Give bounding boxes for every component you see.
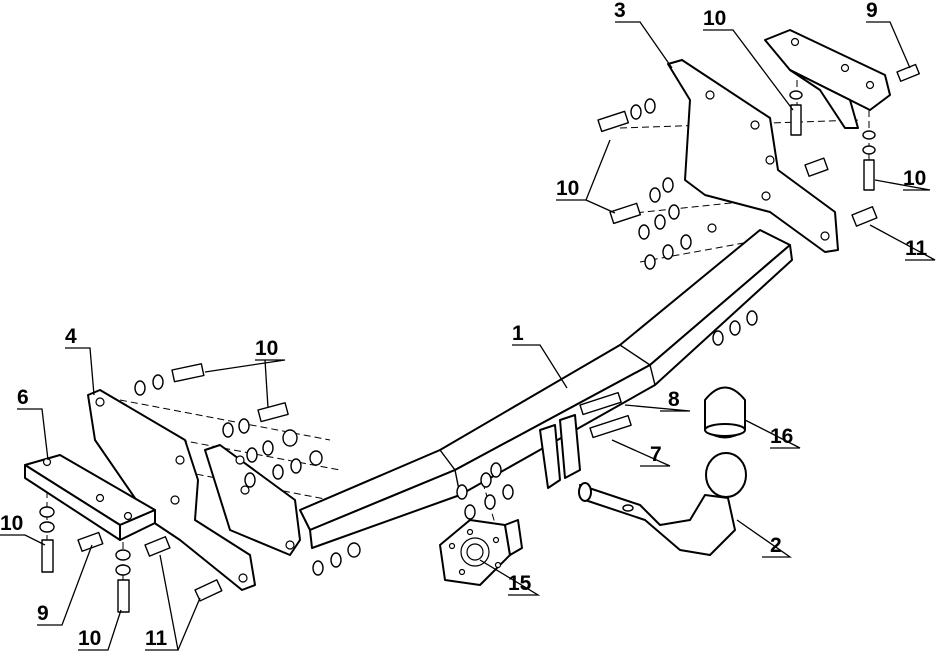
crossbar-part-1 bbox=[299, 229, 793, 549]
ball-cap-part-16 bbox=[704, 386, 746, 439]
fastener-hardware bbox=[39, 63, 920, 613]
callout-15: 15 bbox=[508, 572, 532, 595]
callout-10-left: 10 bbox=[255, 337, 278, 360]
callout-11-left: 11 bbox=[145, 627, 168, 650]
callout-10-top: 10 bbox=[703, 7, 726, 30]
callout-9-bottom: 9 bbox=[37, 602, 49, 625]
callout-10-right: 10 bbox=[556, 177, 579, 200]
callout-10-bottom: 10 bbox=[78, 627, 101, 650]
callout-16: 16 bbox=[770, 425, 793, 448]
callout-7: 7 bbox=[650, 443, 662, 466]
callout-2: 2 bbox=[770, 534, 782, 557]
callout-11-right: 11 bbox=[905, 237, 928, 260]
socket-plate-part-15 bbox=[439, 519, 523, 586]
towball-part-2 bbox=[578, 452, 747, 556]
side-plate-part-3 bbox=[667, 59, 839, 253]
callout-10-far-left: 10 bbox=[0, 512, 23, 535]
callout-1: 1 bbox=[512, 322, 524, 345]
callout-8: 8 bbox=[668, 388, 680, 411]
callout-10-far-right: 10 bbox=[903, 167, 926, 190]
leader-lines bbox=[0, 21, 936, 651]
center-bracket-and-bolts bbox=[539, 391, 632, 489]
callout-4: 4 bbox=[65, 325, 77, 348]
callout-6: 6 bbox=[17, 386, 29, 409]
callout-3: 3 bbox=[614, 0, 626, 22]
callout-labels: 1 2 3 4 6 7 8 9 9 10 10 10 10 10 10 11 1… bbox=[0, 0, 928, 650]
bracket-right-upper bbox=[764, 29, 891, 129]
side-plate-part-4 bbox=[87, 389, 301, 591]
callout-9-top: 9 bbox=[866, 0, 878, 22]
